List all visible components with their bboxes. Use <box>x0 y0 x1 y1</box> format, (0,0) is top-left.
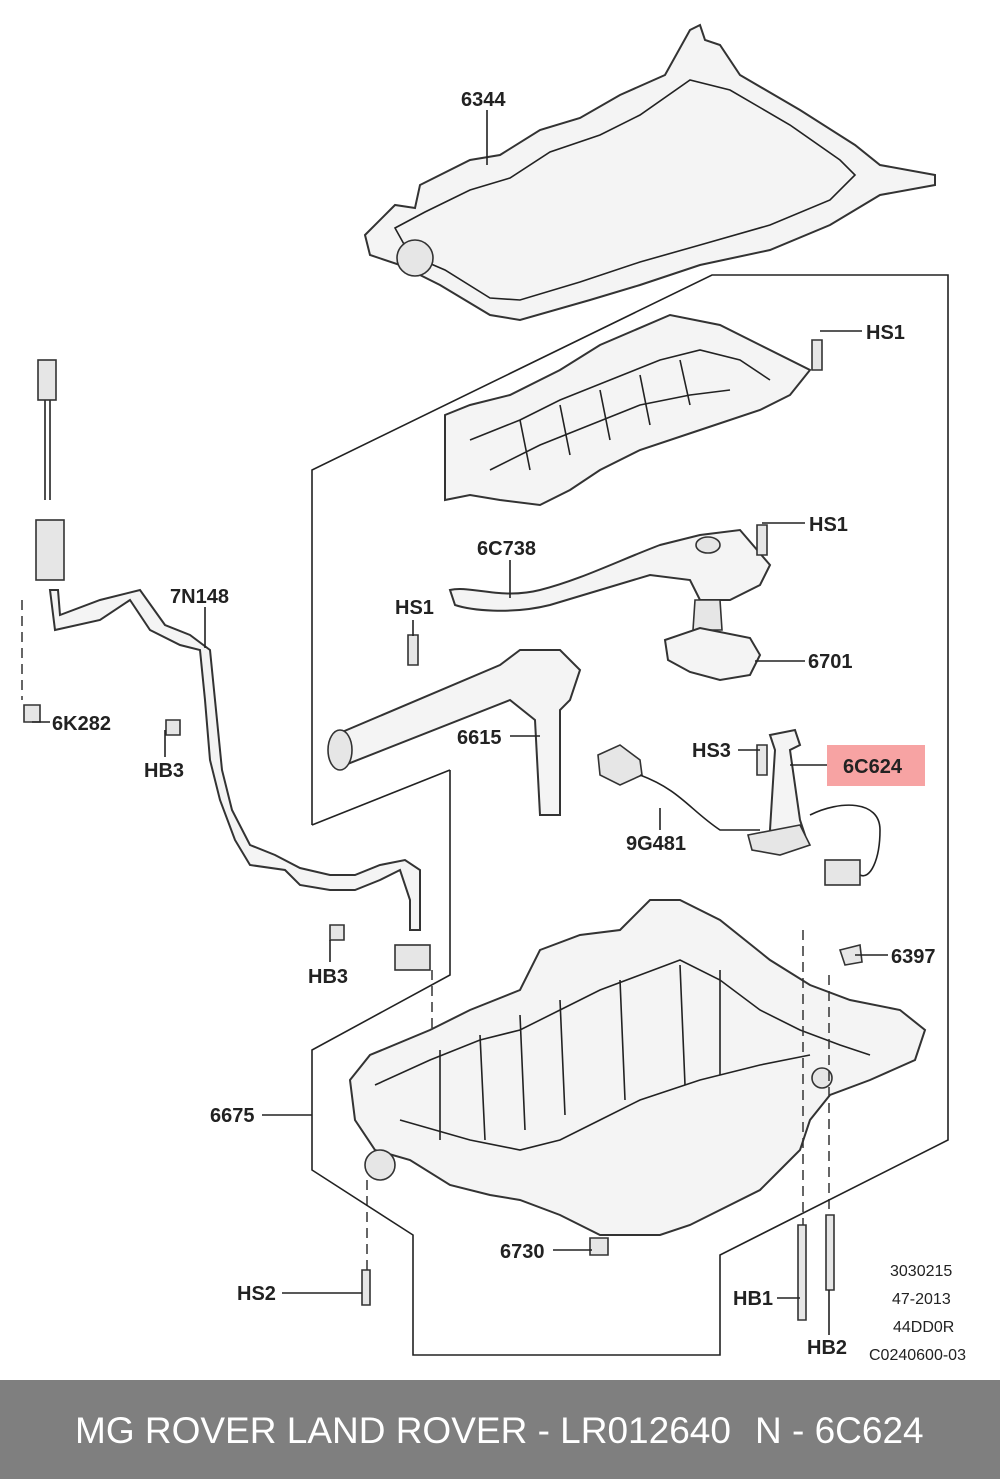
label-hs1-middle: HS1 <box>809 514 848 536</box>
meta-line-3: 44DD0R <box>893 1319 954 1336</box>
oil-pan-gasket <box>363 23 936 322</box>
footer-part-number: N - 6C624 <box>755 1410 924 1451</box>
label-6701: 6701 <box>808 651 853 673</box>
label-hs3: HS3 <box>692 740 731 762</box>
meta-line-1: 3030215 <box>890 1263 952 1280</box>
label-hb3-left: HB3 <box>144 760 184 782</box>
exploded-parts-diagram: 6344 HS1 HS1 6C738 HS1 6701 7N148 6K282 … <box>21 23 966 1364</box>
label-hs1-top: HS1 <box>866 322 905 344</box>
pickup-gasket <box>663 626 762 682</box>
label-6397: 6397 <box>891 946 936 968</box>
label-hb2: HB2 <box>807 1337 847 1359</box>
highlight-box <box>827 745 925 786</box>
label-6k282: 6K282 <box>52 713 111 735</box>
meta-line-4: C0240600-03 <box>869 1347 966 1364</box>
alignment-lines <box>21 600 830 1270</box>
dipstick-tube <box>35 359 431 971</box>
label-hs2: HS2 <box>237 1283 276 1305</box>
label-6c624: 6C624 <box>843 756 903 778</box>
label-6675: 6675 <box>210 1105 255 1127</box>
label-hs1-left: HS1 <box>395 597 434 619</box>
oil-level-sensor <box>747 728 881 886</box>
label-6615: 6615 <box>457 727 502 749</box>
label-hb3-bottom: HB3 <box>308 966 348 988</box>
label-7n148: 7N148 <box>170 586 229 608</box>
label-hb1: HB1 <box>733 1288 773 1310</box>
label-6344: 6344 <box>461 89 506 111</box>
oil-pan <box>348 899 927 1236</box>
group-frames <box>311 274 949 1356</box>
label-6730: 6730 <box>500 1241 545 1263</box>
label-6c738: 6C738 <box>477 538 536 560</box>
label-9g481: 9G481 <box>626 833 686 855</box>
footer-bar: MG ROVER LAND ROVER - LR012640 N - 6C624 <box>0 1380 1000 1479</box>
leader-lines <box>32 110 888 1335</box>
footer-title: MG ROVER LAND ROVER - LR012640 <box>75 1410 731 1451</box>
oil-pressure-sensor <box>597 744 760 831</box>
meta-line-2: 47-2013 <box>892 1291 951 1308</box>
oil-pickup-tube <box>448 528 772 631</box>
windage-tray <box>444 313 812 507</box>
oil-filler-tube <box>327 649 582 816</box>
